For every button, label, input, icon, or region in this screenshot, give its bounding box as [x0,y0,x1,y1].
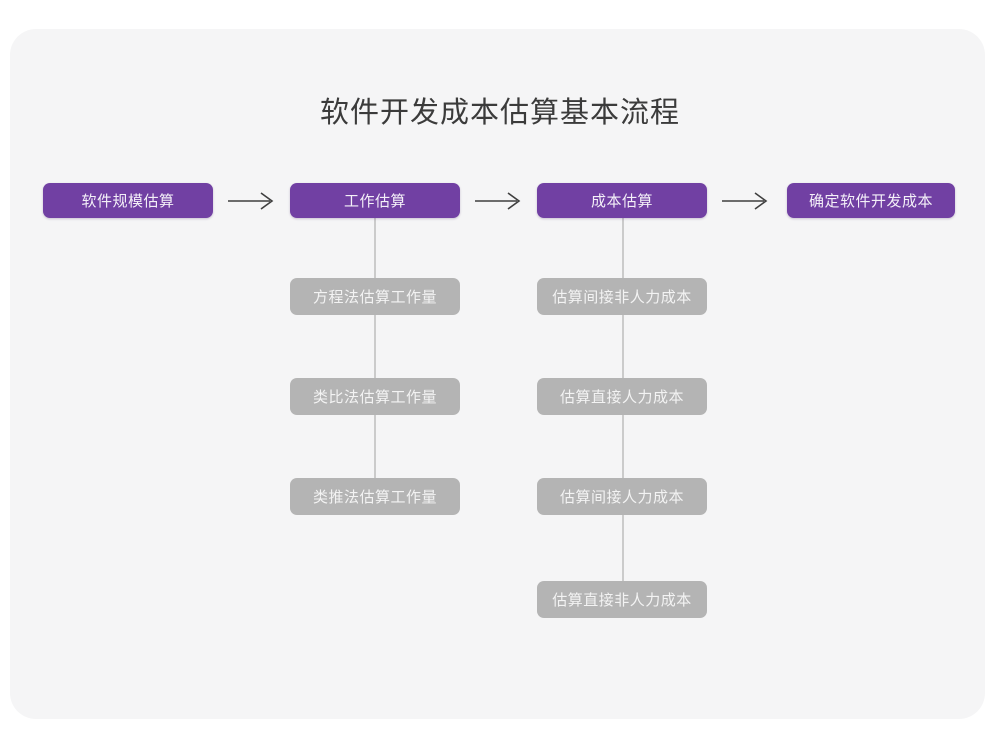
node-cost-item-3[interactable]: 估算间接人力成本 [537,478,707,515]
node-step2-work-estimation[interactable]: 工作估算 [290,183,460,218]
node-cost-item-1[interactable]: 估算间接非人力成本 [537,278,707,315]
arrow-step1-to-step2 [228,189,278,213]
node-work-item-1[interactable]: 方程法估算工作量 [290,278,460,315]
node-step1-software-scale-estimation[interactable]: 软件规模估算 [43,183,213,218]
node-cost-item-2[interactable]: 估算直接人力成本 [537,378,707,415]
node-work-item-3[interactable]: 类推法估算工作量 [290,478,460,515]
node-work-item-2[interactable]: 类比法估算工作量 [290,378,460,415]
arrow-step2-to-step3 [475,189,525,213]
node-step3-cost-estimation[interactable]: 成本估算 [537,183,707,218]
connector-line-work [374,217,376,507]
content-card [10,29,985,719]
arrow-step3-to-step4 [722,189,772,213]
node-cost-item-4[interactable]: 估算直接非人力成本 [537,581,707,618]
node-step4-determine-development-cost[interactable]: 确定软件开发成本 [787,183,955,218]
page-title: 软件开发成本估算基本流程 [319,97,680,129]
